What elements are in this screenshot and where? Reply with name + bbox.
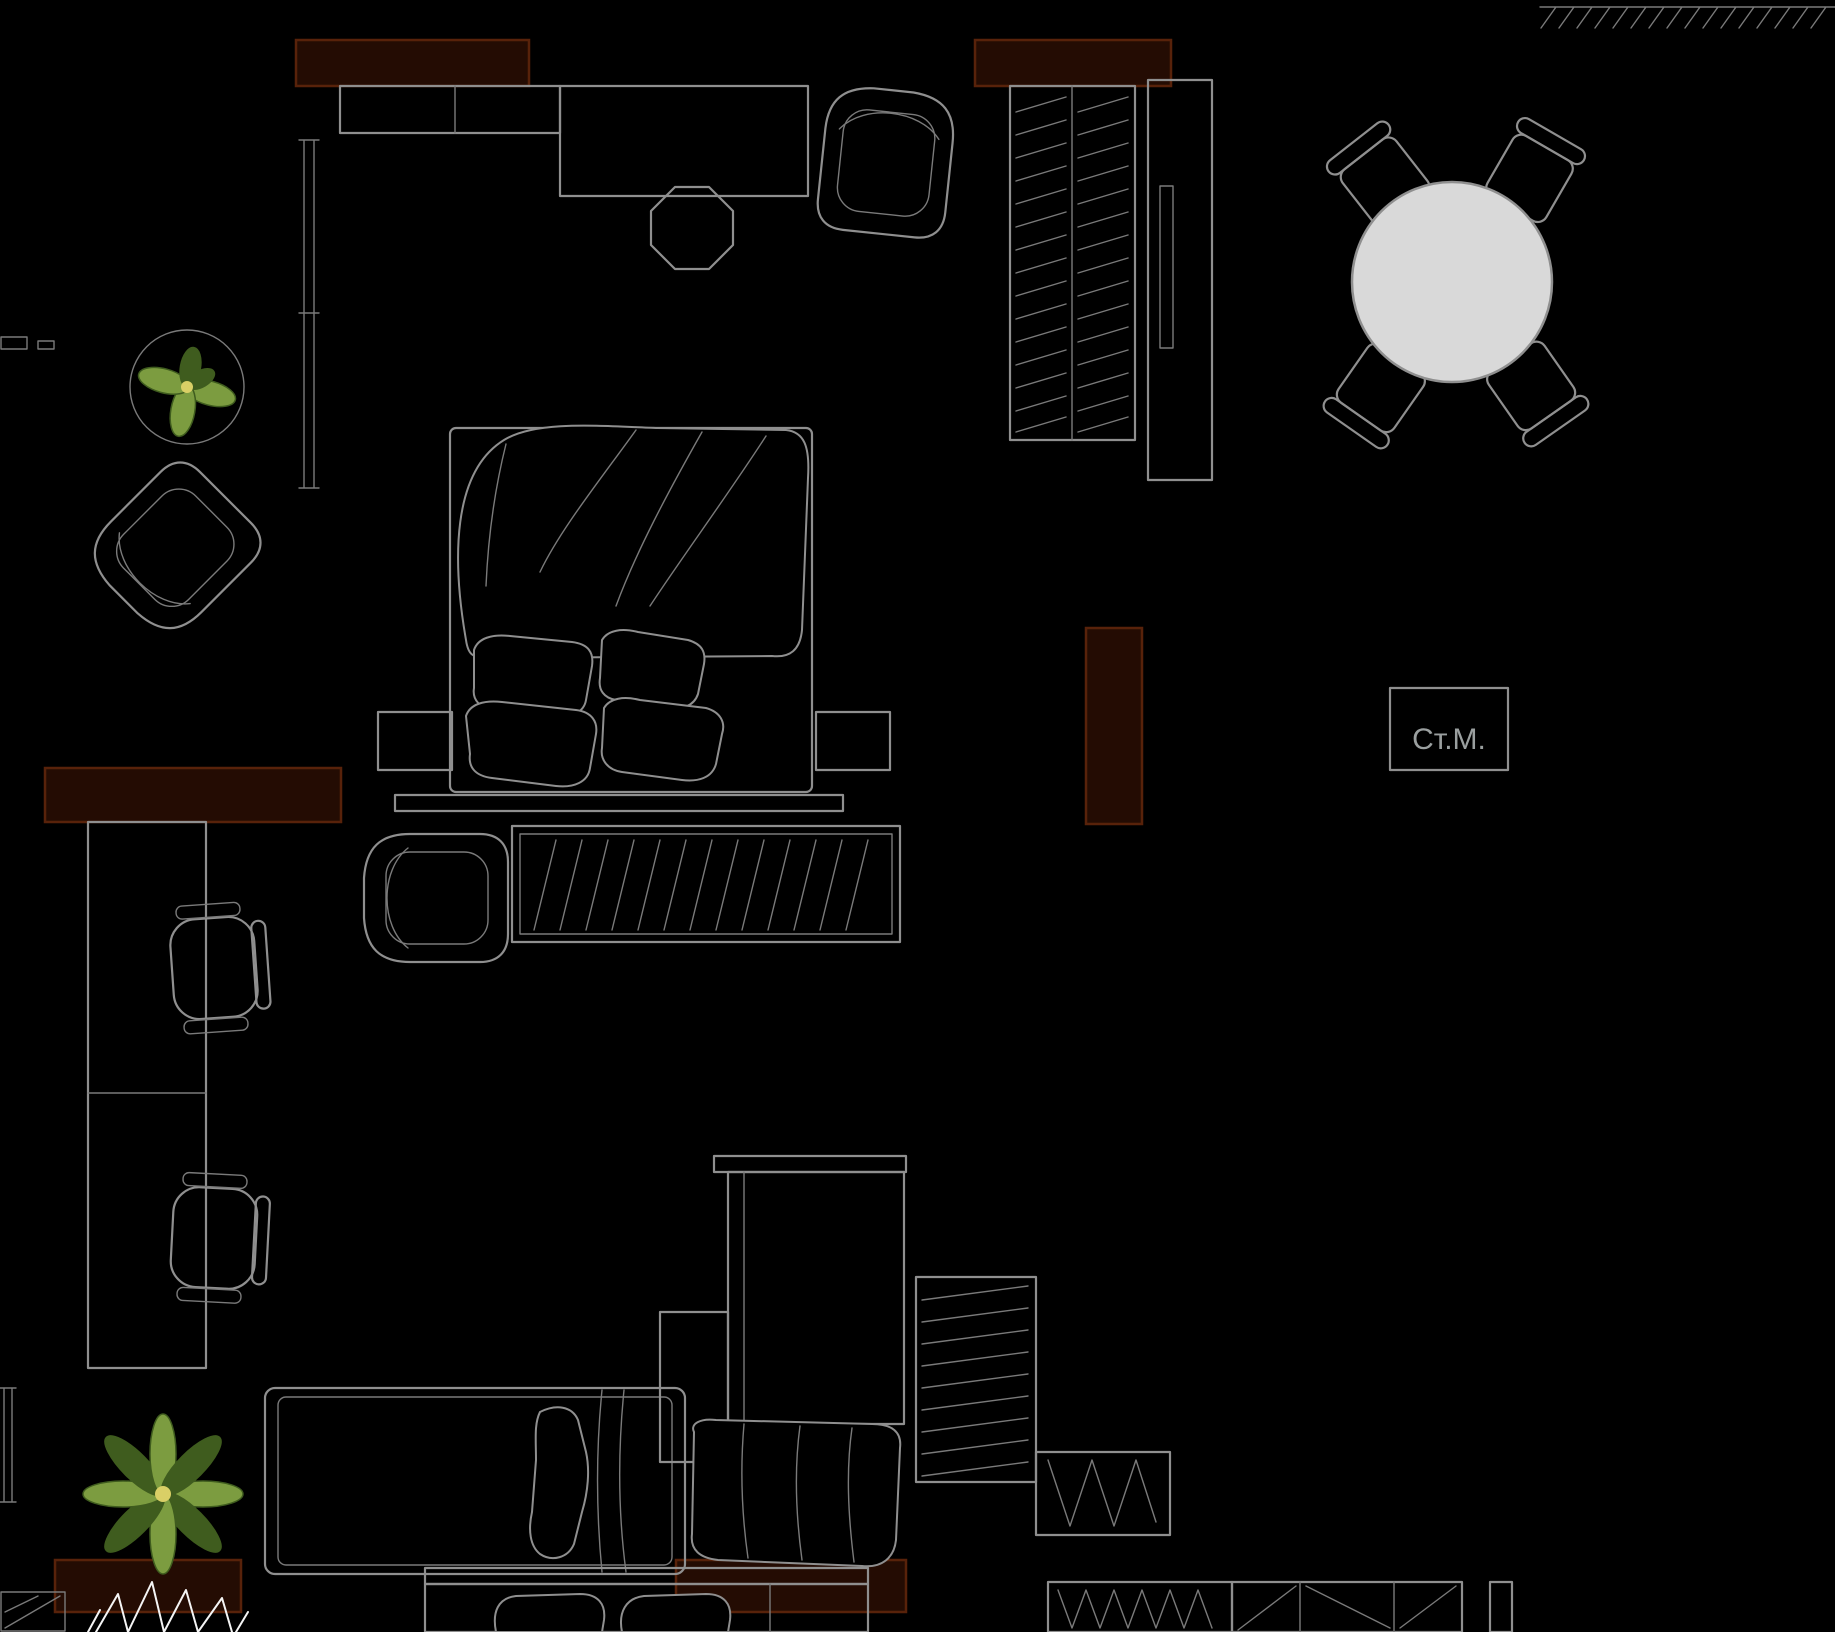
hatch-top-right	[1539, 6, 1835, 29]
armchair-mid[interactable]	[362, 832, 510, 964]
plant-pot[interactable]	[129, 329, 245, 445]
armchair-left[interactable]	[77, 451, 272, 646]
washing-machine-label: Ст.М.	[1412, 723, 1486, 756]
shelf-end[interactable]	[1488, 1580, 1514, 1632]
shelf-unit-2[interactable]	[1230, 1580, 1464, 1632]
wardrobe-top[interactable]	[1008, 84, 1137, 442]
window-left-lower	[0, 1387, 17, 1503]
armchair-top[interactable]	[813, 82, 959, 242]
plant-spiky[interactable]	[87, 1581, 249, 1632]
pillow	[620, 1593, 732, 1632]
desk-top[interactable]	[558, 84, 810, 198]
desk-chair-2[interactable]	[167, 1170, 273, 1306]
sofa-bed[interactable]	[658, 1154, 908, 1568]
cabinet-top-left[interactable]	[338, 84, 562, 135]
sofa-bottom-edge[interactable]	[423, 1566, 870, 1632]
wall-bottom-left	[53, 1558, 243, 1614]
cabinet-tall[interactable]	[1146, 78, 1214, 482]
nightstand-right[interactable]	[814, 710, 892, 772]
bed-blanket	[457, 424, 810, 659]
desk-left[interactable]	[86, 820, 208, 1370]
bed-double[interactable]	[393, 424, 845, 813]
wall-left-mid	[43, 766, 343, 824]
pillow	[598, 629, 706, 710]
plant-palm[interactable]	[82, 1413, 244, 1575]
wall-marks-left	[0, 336, 55, 350]
stool[interactable]	[649, 185, 735, 271]
wall-right-mid	[1084, 626, 1144, 826]
window-left	[298, 139, 320, 489]
wall-top-left	[294, 38, 531, 88]
bed-headboard	[393, 793, 845, 813]
dining-set[interactable]	[1319, 114, 1593, 453]
pillow	[493, 1593, 606, 1632]
pillow	[465, 700, 598, 788]
wardrobe-bottom[interactable]	[914, 1275, 1172, 1537]
pillow	[529, 1406, 590, 1560]
washing-machine[interactable]: Ст.М.	[1388, 686, 1510, 772]
dining-table-top[interactable]	[1350, 180, 1554, 384]
bench-dresser[interactable]	[510, 824, 902, 944]
nightstand-left[interactable]	[376, 710, 454, 772]
desk-chair-1[interactable]	[166, 899, 274, 1036]
wall-top-right	[973, 38, 1173, 88]
bed-single[interactable]	[263, 1386, 687, 1576]
hatch-bottom-left-corner	[0, 1591, 66, 1632]
pillow	[600, 697, 725, 782]
shelf-unit-1[interactable]	[1046, 1580, 1234, 1632]
